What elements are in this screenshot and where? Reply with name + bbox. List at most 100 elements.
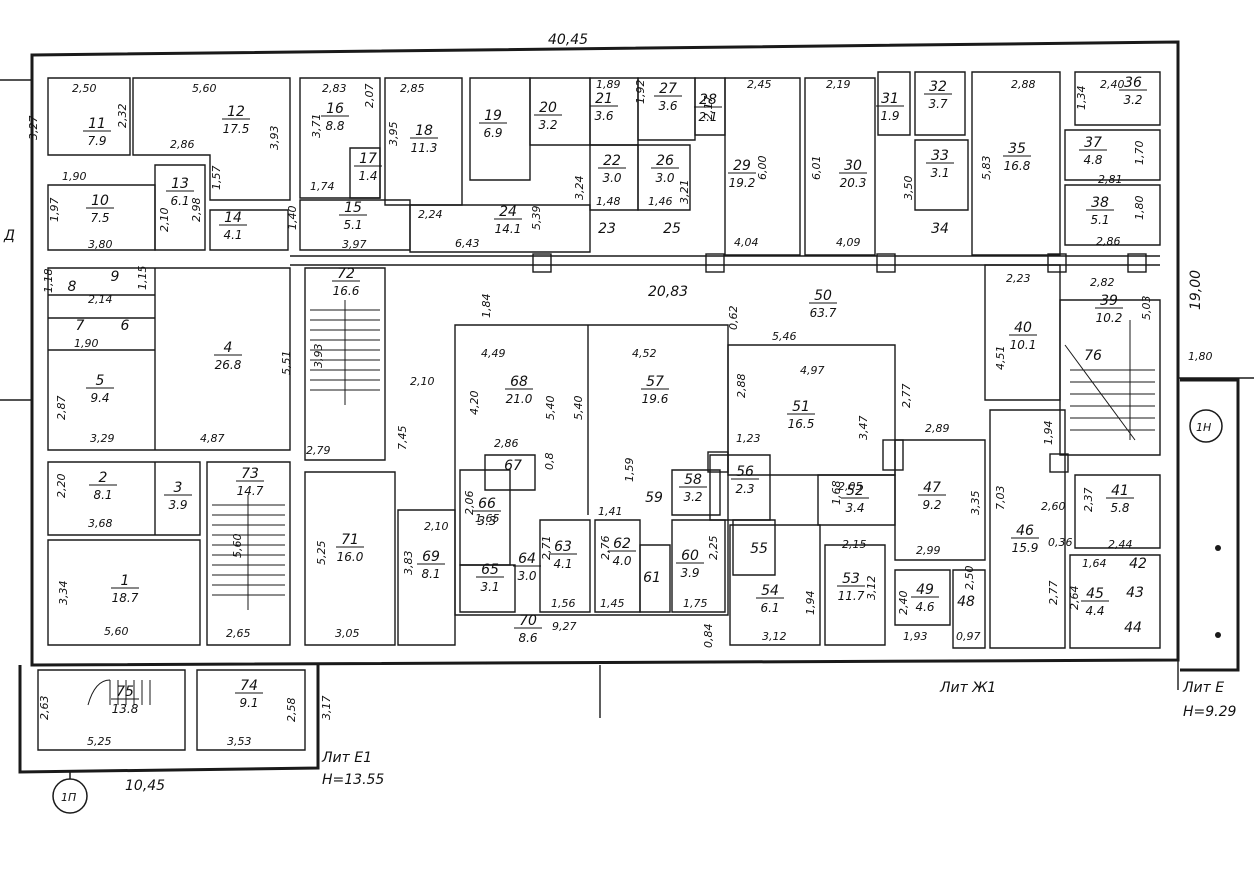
dimension-label: 2,14 <box>88 293 113 306</box>
room-number: 74 <box>240 678 258 694</box>
dimension-label: 5,25 <box>315 541 328 566</box>
room-area: 8.1 <box>93 488 112 502</box>
dimension-label: 2,10 <box>158 208 171 233</box>
room-number: 59 <box>645 490 663 506</box>
dimension-label: 2,86 <box>1096 235 1121 248</box>
room-area: 3.6 <box>658 99 677 113</box>
room-area: 4.0 <box>612 554 631 568</box>
dimension-label: 2,06 <box>463 491 476 516</box>
room-number: 14 <box>224 210 242 226</box>
dimension-label: 2,65 <box>226 627 251 640</box>
dimension-label: 5,46 <box>772 330 797 343</box>
room-number: 76 <box>1084 348 1102 364</box>
room-54: 546.1 <box>756 583 784 615</box>
dimension-label: 2,07 <box>363 84 376 109</box>
room-20: 203.2 <box>534 100 562 132</box>
room-area: 16.6 <box>333 284 360 298</box>
room-55: 55 <box>750 541 768 557</box>
room-11: 117.9 <box>83 116 111 148</box>
room-6: 6 <box>121 318 130 334</box>
dimension-label: 2,24 <box>418 208 443 221</box>
interior-walls <box>47 71 1161 649</box>
room-16: 168.8 <box>321 101 349 133</box>
outer-walls <box>0 40 1254 774</box>
dimension-label: 0,84 <box>702 624 715 649</box>
room-number: 69 <box>422 549 440 565</box>
dot-marker <box>1215 545 1221 551</box>
stairs <box>87 300 1155 706</box>
section-marker-1p <box>52 770 88 814</box>
dimension-label: 5,60 <box>104 625 129 638</box>
room-67: 67 <box>504 458 522 474</box>
dimension-label: 5,40 <box>544 396 557 421</box>
room-number: 53 <box>842 571 860 587</box>
room-area: 3.0 <box>602 171 621 185</box>
dimension-label: 1,40 <box>286 206 299 231</box>
dimension-label: 2,50 <box>72 82 97 95</box>
room-area: 9.2 <box>922 498 941 512</box>
dimension-label: 2,71 <box>540 536 553 561</box>
dimension-label: 3,93 <box>312 344 325 369</box>
room-area: 14.1 <box>495 222 522 236</box>
room-2: 28.1 <box>89 470 117 502</box>
room-number: 55 <box>750 541 768 557</box>
room-number: 56 <box>736 464 754 480</box>
room-36: 363.2 <box>1119 75 1147 107</box>
room-43: 43 <box>1126 585 1144 601</box>
room-53: 53 11.7 <box>837 571 865 603</box>
room-number: 38 <box>1091 195 1109 211</box>
columns <box>532 253 1147 473</box>
dimension-label: 2,25 <box>707 536 720 561</box>
dimension-label: 2,60 <box>1041 500 1066 513</box>
room-number: 61 <box>643 570 661 586</box>
dimension-label: 1,92 <box>634 80 647 105</box>
room-number: 68 <box>510 374 528 390</box>
room-44: 44 <box>1124 620 1142 636</box>
room-45: 454.4 <box>1081 586 1109 618</box>
marker-1p-text: 1П <box>61 791 76 804</box>
room-28: 282.1 <box>694 92 722 124</box>
dimension-label: 1,41 <box>598 505 623 518</box>
room-23: 23 <box>598 221 616 237</box>
dimension-label: 2,23 <box>1006 272 1031 285</box>
room-area: 9.1 <box>239 696 258 710</box>
room-area: 9.4 <box>90 391 109 405</box>
dimension-label: 3,35 <box>969 491 982 516</box>
dimension-label: 1,23 <box>736 432 761 445</box>
room-number: 48 <box>957 594 975 610</box>
dimension-label: 3,34 <box>57 581 70 606</box>
room-52: 523.4 <box>841 483 869 515</box>
room-31: 311.9 <box>876 91 904 123</box>
dimension-label: 5,51 <box>280 351 293 376</box>
room-area: 11.7 <box>838 589 865 603</box>
dimension-label: 2,77 <box>900 384 913 409</box>
room-59: 59 <box>645 490 663 506</box>
top-dimension: 40,45 <box>548 32 588 48</box>
room-area: 18.7 <box>112 591 139 605</box>
dimension-label: 7,45 <box>396 426 409 451</box>
room-65: 653.1 <box>476 562 504 594</box>
dimension-label: 2,88 <box>735 374 748 399</box>
room-number: 45 <box>1086 586 1104 602</box>
room-17: 171.4 <box>354 151 382 183</box>
corridor-dimension: 20,83 <box>648 284 688 300</box>
room-56: 562.3 <box>731 464 759 496</box>
dot-marker <box>1215 632 1221 638</box>
dimension-label: 5,03 <box>1140 296 1153 321</box>
room-70: 708.6 <box>514 613 542 645</box>
room-area: 6.1 <box>170 194 189 208</box>
room-area: 8.1 <box>421 567 440 581</box>
dimension-label: 2,05 <box>838 480 863 493</box>
room-38: 385.1 <box>1086 195 1114 227</box>
room-number: 34 <box>931 221 949 237</box>
room-34: 34 <box>931 221 949 237</box>
room-number: 18 <box>415 123 433 139</box>
dimension-label: 2,86 <box>170 138 195 151</box>
dimension-label: 1,80 <box>1133 196 1146 221</box>
dimension-label: 1,15 <box>136 266 149 291</box>
room-area: 19.2 <box>729 176 756 190</box>
room-number: 32 <box>929 79 947 95</box>
